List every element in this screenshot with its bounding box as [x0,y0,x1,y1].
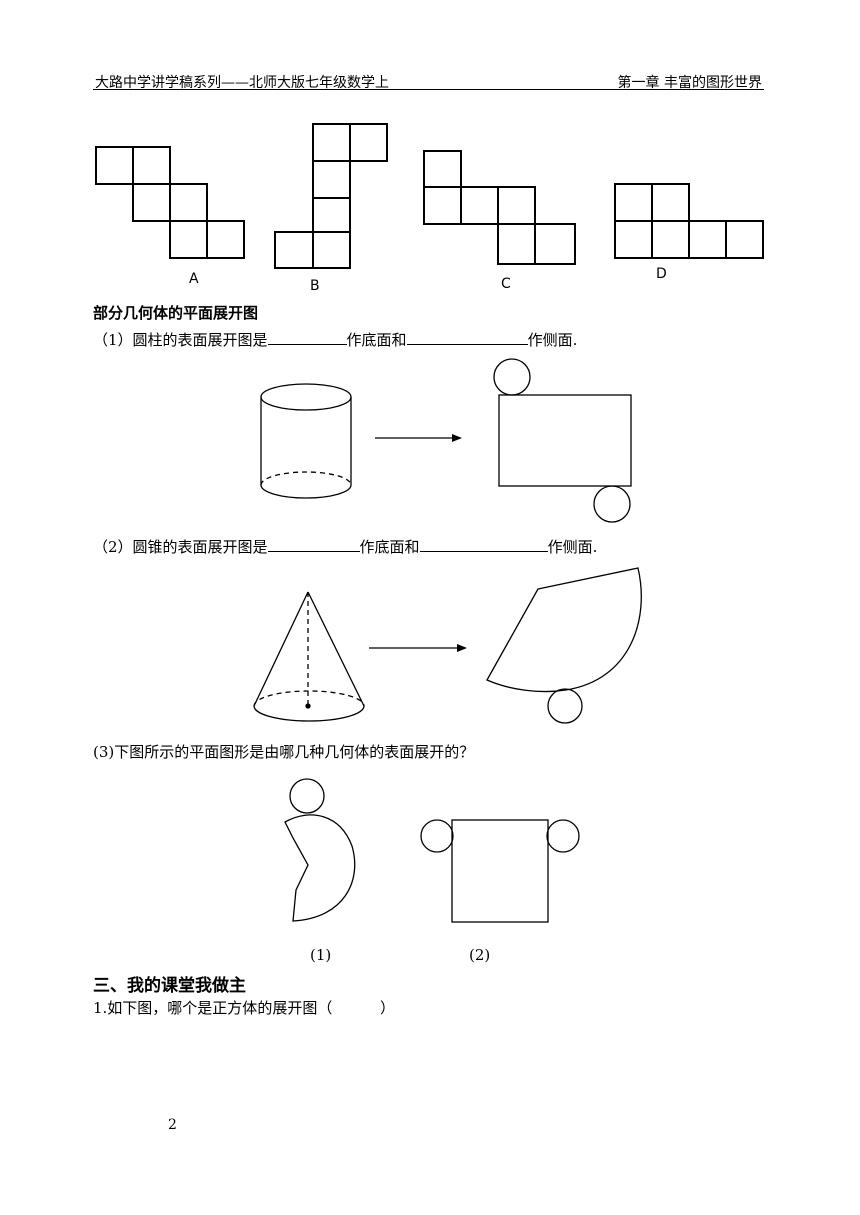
figure-label-1: (1) [310,946,332,964]
question-cylinder: （1）圆柱的表面展开图是 作底面和 作侧面. [93,329,577,350]
answer-blank-cone-base[interactable] [267,537,360,552]
arrow-cone [369,644,467,652]
question-cone-prefix: （2）圆锥的表面展开图是 [93,538,268,556]
question-cylinder-prefix: （1）圆柱的表面展开图是 [93,331,268,349]
section-title-nets: 部分几何体的平面展开图 [93,304,259,322]
cone-figure [253,591,365,722]
cube-net-label-c: C [501,276,511,292]
cylinder-net [493,358,632,523]
cube-net-label-a: A [189,271,199,287]
figure-label-2: (2) [469,946,491,964]
answer-blank-cone-side[interactable] [419,537,548,552]
cube-net-b [274,123,388,269]
question-cone-mid: 作底面和 [359,538,420,556]
answer-blank-cylinder-side[interactable] [406,330,528,345]
cube-net-a [95,146,245,259]
page-number: 2 [168,1117,177,1133]
question-cone-suffix: 作侧面. [547,538,598,556]
header-title-right: 第一章 丰富的图形世界 [617,75,762,91]
cylinder-figure [260,383,352,499]
question-cube-net: 1.如下图，哪个是正方体的展开图（ ） [93,999,395,1017]
question-cylinder-mid: 作底面和 [346,331,407,349]
question-cylinder-suffix: 作侧面. [527,331,578,349]
header-divider [93,89,764,90]
cube-net-d [614,183,764,259]
cube-net-label-d: D [656,266,667,282]
arrow-cylinder [375,434,462,442]
header-title-left: 大路中学讲学稿系列——北师大版七年级数学上 [95,75,389,91]
unknown-net-1 [284,778,356,922]
unknown-net-2 [420,819,580,923]
section-title-three: 三、我的课堂我做主 [93,976,246,996]
question-identify-solids: (3)下图所示的平面图形是由哪几种几何体的表面展开的？ [93,743,475,761]
cube-net-c [423,150,576,265]
question-cone: （2）圆锥的表面展开图是 作底面和 作侧面. [93,536,597,557]
answer-blank-cylinder-base[interactable] [267,330,347,345]
cone-net [486,567,642,724]
cube-net-label-b: B [310,278,320,294]
